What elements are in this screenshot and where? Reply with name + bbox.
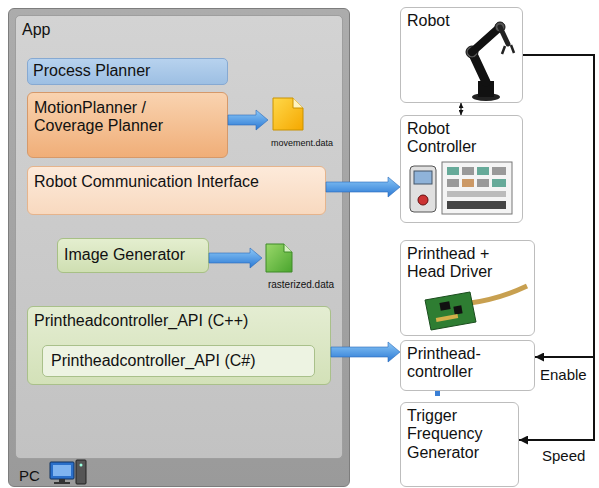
node-label: Robot Communication Interface — [34, 173, 319, 191]
signal-label: Speed — [540, 447, 587, 464]
node-label: Printheadcontroller_API (C++) — [34, 312, 324, 330]
process-box: Image Generator — [57, 238, 209, 273]
device-box: Robot — [400, 7, 523, 103]
api-box: Printheadcontroller_API (C#) — [42, 345, 315, 377]
node-label: Robot — [407, 12, 516, 30]
node-label: App — [22, 21, 336, 39]
device-box: Robot Controller — [400, 115, 523, 223]
node-label: Trigger Frequency Generator — [407, 407, 497, 462]
node-label: Image Generator — [64, 246, 202, 264]
signal-label: Enable — [538, 366, 589, 383]
node-label: Printhead-controller — [407, 345, 502, 382]
process-box: Process Planner — [27, 58, 228, 85]
node-label: Process Planner — [33, 62, 222, 80]
node-label: rasterized.data — [268, 279, 334, 291]
node-label: Printhead + Head Driver — [407, 245, 507, 282]
node-label: PC — [19, 467, 349, 484]
node-label: MotionPlanner / Coverage Planner — [34, 99, 209, 136]
process-box: Robot Communication Interface — [27, 166, 326, 215]
app-panel: AppProcess PlannerMotionPlanner / Covera… — [15, 15, 343, 459]
file-node: movement.data — [268, 96, 336, 148]
api-box: Printheadcontroller_API (C++) Printheadco… — [27, 306, 331, 385]
device-box: Printhead-controller — [400, 340, 535, 391]
file-node: rasterized.data — [262, 242, 340, 290]
connector-mark — [435, 391, 440, 396]
process-box: MotionPlanner / Coverage Planner — [27, 92, 228, 158]
pc-panel: PC AppProcess PlannerMotionPlanner / Cove… — [8, 8, 350, 487]
device-box: Printhead + Head Driver — [400, 240, 535, 336]
node-label: Printheadcontroller_API (C#) — [51, 352, 306, 370]
node-label: Robot Controller — [407, 120, 502, 157]
device-box: Trigger Frequency Generator — [400, 402, 519, 487]
link-arrow — [460, 103, 461, 115]
node-label: movement.data — [271, 138, 333, 148]
